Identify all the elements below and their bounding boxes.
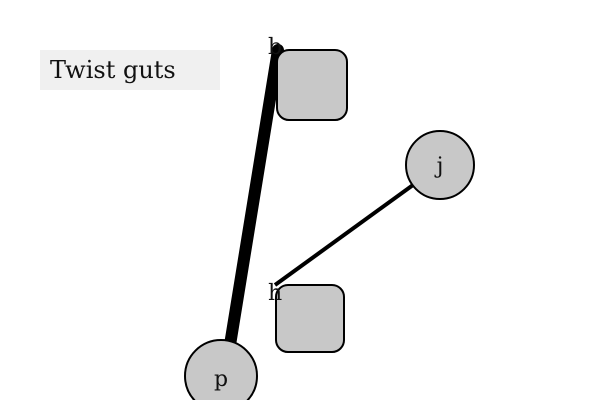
node-mid-box-label: h: [268, 281, 282, 306]
diagram-title: Twist guts: [40, 50, 220, 90]
node-circle-j[interactable]: j: [405, 130, 475, 200]
node-top-box[interactable]: b: [268, 35, 348, 121]
node-circle-p-label: p: [214, 367, 228, 392]
edge-p-to-b: [224, 44, 284, 351]
node-circle-p[interactable]: p: [184, 339, 258, 400]
node-circle-j-shape: [405, 130, 475, 200]
node-circle-p-shape: [184, 339, 258, 400]
node-top-box-label: b: [268, 35, 282, 60]
diagram-title-text: Twist guts: [50, 56, 176, 84]
node-mid-box[interactable]: h: [268, 281, 345, 353]
edge-j-to-h: [273, 183, 415, 287]
node-top-box-shape: [276, 49, 348, 121]
node-mid-box-shape: [275, 284, 345, 353]
node-circle-j-label: j: [434, 154, 444, 179]
